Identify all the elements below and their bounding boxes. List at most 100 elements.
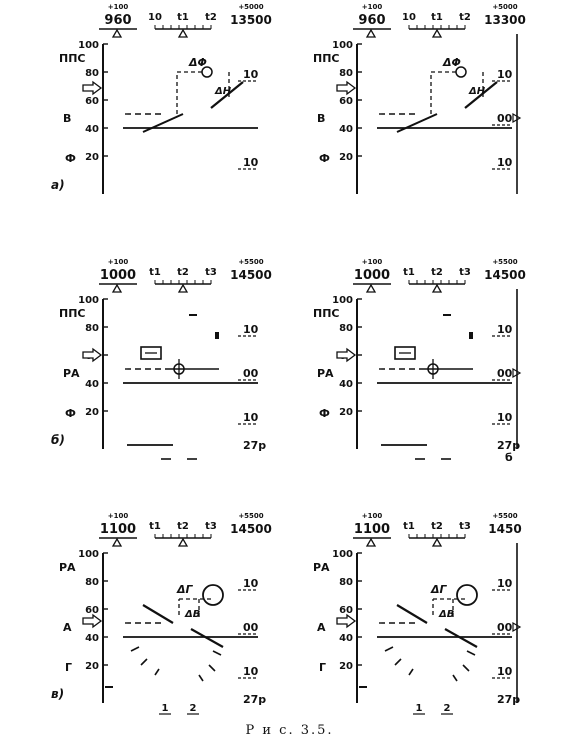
right-number: 10 xyxy=(497,411,513,424)
right-edge-triangle-icon xyxy=(512,367,522,379)
right-number: 10 xyxy=(243,577,259,590)
side-label-mid: В xyxy=(63,112,71,125)
right-number: 00 xyxy=(243,367,259,380)
header-small-right: +5000 xyxy=(492,3,517,11)
side-label-bottom: Ф xyxy=(319,407,330,420)
target-circle-icon xyxy=(455,66,467,78)
annotation-delta-gamma: ΔΓ xyxy=(430,583,448,596)
panel-b-right: +1001000t1t2t3+55001450010080604020ППСРА… xyxy=(313,258,526,464)
header-value-right: 13500 xyxy=(230,13,272,27)
radial-dash xyxy=(198,674,204,682)
bottom-label-1: 1 xyxy=(416,703,423,714)
header-value-right: 14500 xyxy=(230,268,272,282)
radial-dash xyxy=(408,668,414,676)
header-value-left: 1000 xyxy=(100,268,136,283)
right-number: 10 xyxy=(243,156,259,169)
annotation-delta-h: ΔH xyxy=(468,86,486,97)
time-tick-label: t1 xyxy=(177,12,189,23)
time-tick-label: t2 xyxy=(177,521,189,532)
radial-dash xyxy=(462,664,470,672)
time-triangle-icon xyxy=(177,283,189,293)
row-label: a) xyxy=(51,178,65,192)
side-label-top: РА xyxy=(313,561,330,574)
scale-tick-label: 20 xyxy=(339,152,353,163)
side-label-mid: А xyxy=(317,621,326,634)
right-edge-triangle-icon xyxy=(512,621,522,633)
scale-tick-label: 40 xyxy=(339,124,353,135)
side-label-mid: РА xyxy=(63,367,80,380)
side-label-top: ППС xyxy=(313,307,340,320)
side-label-bottom: Ф xyxy=(65,407,76,420)
time-tick-label: t2 xyxy=(431,521,443,532)
scale-tick-label: 20 xyxy=(85,661,99,672)
scale-tick-label: 80 xyxy=(339,323,353,334)
header-small-left: +100 xyxy=(362,258,383,266)
side-label-top: РА xyxy=(59,561,76,574)
flight-path-line xyxy=(142,113,184,133)
small-marker-icon xyxy=(215,332,219,339)
side-label-top: ППС xyxy=(313,52,340,65)
header-small-left: +100 xyxy=(362,512,383,520)
bottom-label-2: 2 xyxy=(444,703,451,714)
row-label: в) xyxy=(51,687,64,701)
header-small-left: +100 xyxy=(362,3,383,11)
scale-tick-label: 20 xyxy=(339,407,353,418)
time-triangle-icon xyxy=(431,283,443,293)
triangle-marker-icon xyxy=(365,28,377,38)
header-small-left: +100 xyxy=(108,512,129,520)
side-label-bottom: Ф xyxy=(65,152,76,165)
flight-path-line xyxy=(464,81,498,109)
side-label-mid: В xyxy=(317,112,325,125)
scale-tick-label: 60 xyxy=(339,96,353,107)
radial-dash xyxy=(212,650,222,656)
header-small-right: +5500 xyxy=(238,258,263,266)
time-tick-label: t1 xyxy=(403,521,415,532)
bottom-label-2: 2 xyxy=(190,703,197,714)
header-value-right: 13300 xyxy=(484,13,526,27)
header-value-right: 14500 xyxy=(484,268,526,282)
time-tick-label: t3 xyxy=(205,267,217,278)
time-tick-label: t2 xyxy=(459,12,471,23)
header-small-right: +5000 xyxy=(238,3,263,11)
time-triangle-icon xyxy=(431,537,443,547)
right-number: 10 xyxy=(497,68,513,81)
header-small-left: +100 xyxy=(108,258,129,266)
annotation-delta-phi: ΔΦ xyxy=(442,56,461,69)
time-tick-label: 10 xyxy=(402,12,416,23)
bottom-label: 27р xyxy=(243,693,266,706)
time-triangle-icon xyxy=(177,28,189,38)
right-number: 10 xyxy=(497,665,513,678)
annotation-delta-gamma: ΔΓ xyxy=(176,583,194,596)
bottom-label-1: 1 xyxy=(162,703,169,714)
figure-caption: Р и с. 3.5. xyxy=(245,723,334,738)
scale-tick-label: 40 xyxy=(85,379,99,390)
diagonal-line xyxy=(190,628,224,648)
bottom-label: 27р xyxy=(497,693,520,706)
pointer-arrow-icon xyxy=(82,347,103,363)
right-number: 00 xyxy=(497,112,513,125)
time-tick-label: 10 xyxy=(148,12,162,23)
scale-tick-label: 100 xyxy=(332,295,353,306)
radial-dash xyxy=(466,650,476,656)
target-circle-icon xyxy=(456,584,478,606)
annotation-delta-b: ΔВ xyxy=(184,609,200,620)
scale-tick-label: 100 xyxy=(332,40,353,51)
scale-tick-label: 40 xyxy=(339,379,353,390)
scale-tick-label: 80 xyxy=(339,68,353,79)
aircraft-box-icon xyxy=(394,346,416,360)
time-tick-label: t2 xyxy=(431,267,443,278)
time-tick-label: t1 xyxy=(403,267,415,278)
time-triangle-icon xyxy=(177,537,189,547)
side-label-mid: А xyxy=(63,621,72,634)
triangle-marker-icon xyxy=(365,283,377,293)
radial-dash xyxy=(384,646,394,652)
radial-dash xyxy=(394,658,402,666)
scale-tick-label: 60 xyxy=(85,96,99,107)
panel-b-left: +1001000t1t2t3+55001450010080604020ППСРА… xyxy=(51,258,272,460)
pointer-arrow-icon xyxy=(336,80,357,96)
scale-tick-label: 100 xyxy=(78,295,99,306)
target-circle-icon xyxy=(202,584,224,606)
annotation-delta-h: ΔH xyxy=(214,86,232,97)
side-label-bottom: Г xyxy=(65,661,72,674)
